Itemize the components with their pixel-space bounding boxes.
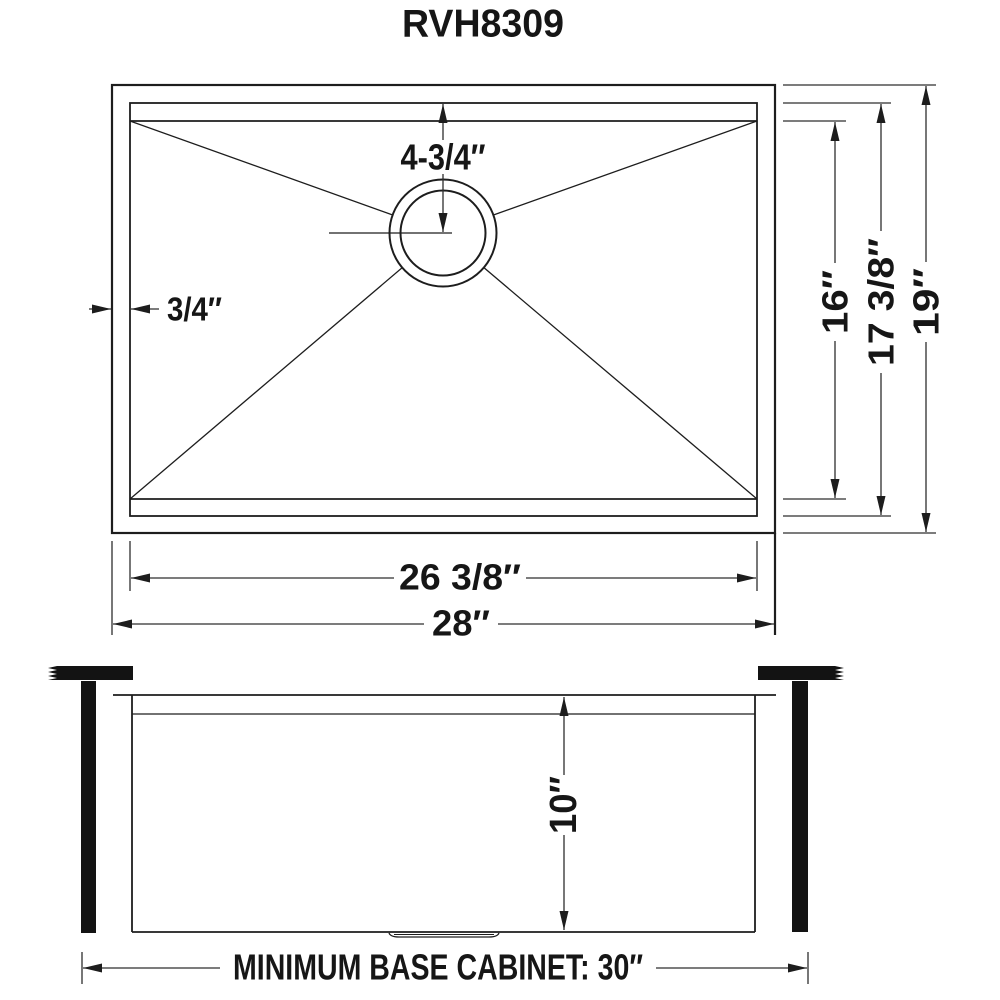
slope-line-top-left (129, 120, 444, 234)
dim-overall-length-label: 19″ (906, 268, 947, 336)
dim-drain-offset-label: 4-3/4″ (401, 137, 486, 178)
dim-bowl-depth-label: 10″ (543, 776, 585, 834)
drain-fitting (388, 932, 500, 938)
dim-overall-length: 19″ (906, 86, 947, 532)
slope-line-bottom-right (442, 232, 758, 500)
dim-bowl-depth: 10″ (543, 697, 585, 930)
dim-bowl-length-label: 16″ (815, 270, 856, 334)
sink-inner-rim (129, 102, 758, 517)
dim-inner-length-label: 17 3/8″ (861, 238, 902, 366)
dim-inner-width-label: 26 3/8″ (399, 557, 521, 598)
dim-bowl-length: 16″ (815, 122, 856, 498)
countertop-right (758, 666, 844, 680)
top-view: 4-3/4″ 3/4″ 26 3/8″ 28″ (89, 83, 947, 644)
slope-line-bottom-left (129, 232, 444, 500)
cabinet-wall-left (81, 681, 96, 933)
cabinet-wall-right (792, 681, 808, 932)
slope-line-top-right (442, 120, 758, 234)
dim-rim-width-label: 3/4″ (167, 291, 222, 328)
countertop-left (48, 666, 133, 680)
dim-inner-length: 17 3/8″ (861, 104, 902, 515)
dim-drain-offset: 4-3/4″ (401, 104, 486, 232)
dim-base-cabinet-label: MINIMUM BASE CABINET: 30″ (233, 947, 643, 988)
dim-rim-width: 3/4″ (89, 291, 222, 328)
dim-overall-width-label: 28″ (432, 603, 490, 644)
page-title: RVH8309 (402, 3, 564, 46)
sink-outer-rim (110, 83, 777, 535)
dim-base-cabinet: MINIMUM BASE CABINET: 30″ (81, 947, 809, 988)
dim-overall-width: 28″ (113, 603, 774, 644)
side-view: 10″ MINIMUM BASE CABINET: 30″ (48, 666, 844, 988)
dim-inner-width: 26 3/8″ (131, 557, 756, 598)
